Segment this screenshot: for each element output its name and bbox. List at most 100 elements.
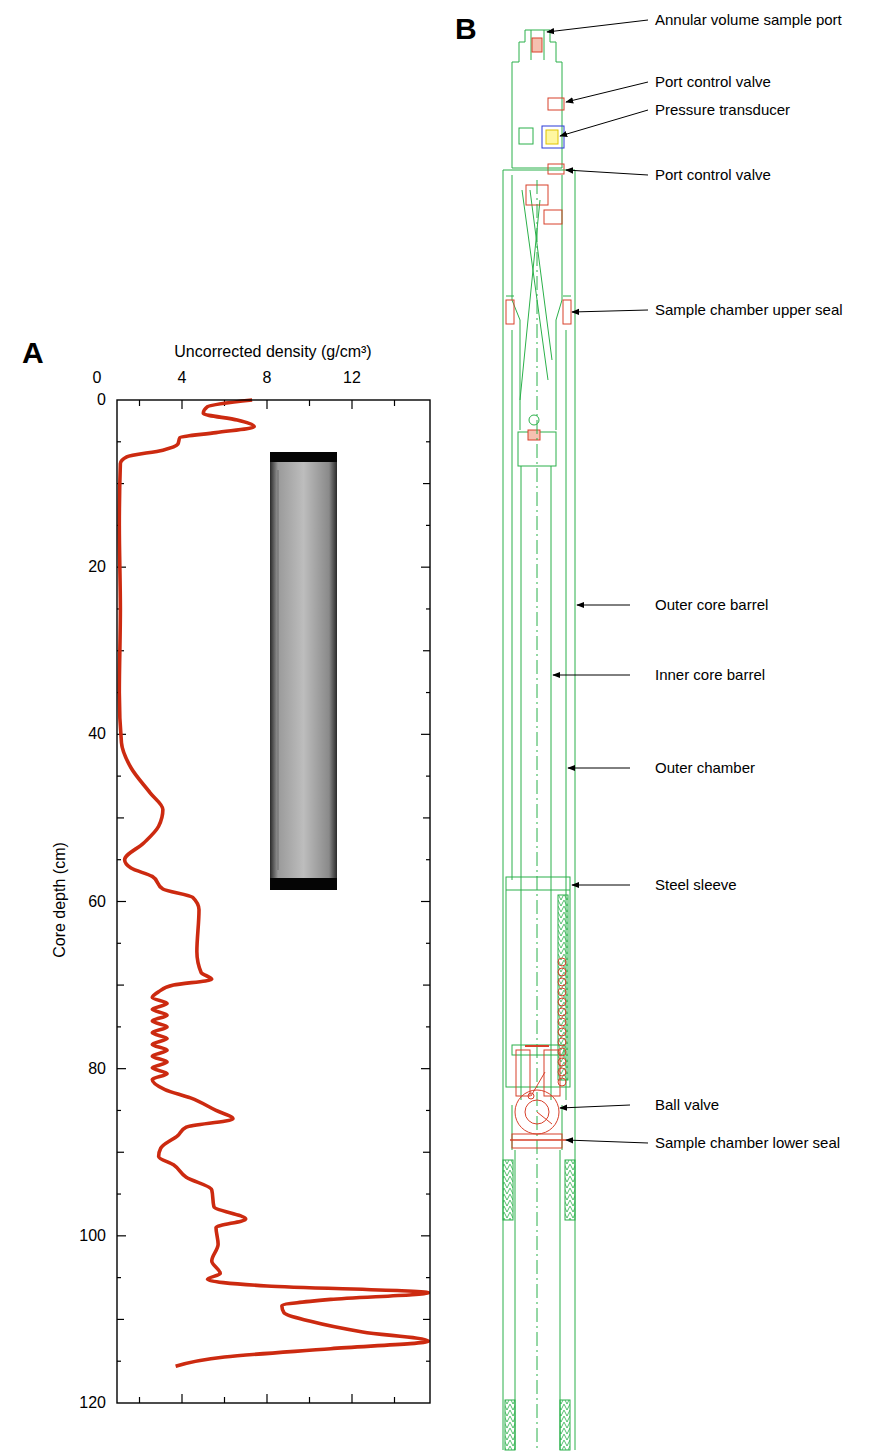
tick-label: 100 [79, 1227, 106, 1245]
drawing-rect [565, 1160, 575, 1220]
drawing-rect [503, 1160, 513, 1220]
drawing-line [423, 984, 430, 985]
drawing-line [421, 567, 430, 568]
panel-letter: A [22, 336, 44, 369]
drawing-line [117, 1235, 126, 1236]
drawing-rect [270, 452, 337, 890]
drawing-line [266, 400, 267, 409]
drawing-line [309, 400, 310, 406]
drawing-line [117, 1068, 126, 1069]
drawing-line [566, 1140, 648, 1143]
drawing-line [560, 1105, 630, 1108]
drawing-line [117, 984, 124, 985]
drawing-line [117, 901, 126, 902]
drawing-line [278, 470, 279, 870]
drawing-g [558, 958, 566, 1086]
drawing-rect [506, 300, 514, 324]
drawing-circle [558, 1068, 566, 1076]
drawing-circle [558, 988, 566, 996]
core-tool-drawing [503, 30, 575, 1450]
drawing-circle [558, 978, 566, 986]
drawing-line [139, 1397, 140, 1403]
drawing-line [577, 605, 630, 606]
drawing-line [566, 82, 648, 102]
drawing-line [423, 1152, 430, 1153]
axis-ticks [117, 400, 430, 1403]
drawing-path [525, 1045, 549, 1047]
drawing-path [531, 1072, 552, 1124]
drawing-circle [558, 1038, 566, 1046]
drawing-circle [558, 1048, 566, 1056]
tick-label: 80 [88, 1060, 106, 1078]
drawing-rect [544, 210, 562, 224]
tick-label: 12 [343, 369, 361, 387]
drawing-path [520, 190, 552, 400]
drawing-line [560, 110, 648, 136]
part-name: Outer chamber [655, 760, 755, 777]
drawing-line [181, 1394, 182, 1403]
drawing-path [506, 890, 570, 891]
drawing-line [423, 650, 430, 651]
axis-title: Uncorrected density (g/cm³) [174, 343, 371, 361]
drawing-line [351, 400, 352, 409]
drawing-line [423, 483, 430, 484]
drawing-line [537, 180, 538, 1450]
drawing-rect [512, 1134, 562, 1148]
drawing-rect [270, 878, 337, 890]
density-curve [119, 400, 428, 1366]
axis-title: Core depth (cm) [51, 842, 69, 958]
drawing-path [531, 30, 544, 60]
drawing-rect [505, 1400, 515, 1450]
drawing-rect [546, 130, 558, 144]
drawing-line [572, 885, 630, 886]
drawing-line [266, 1394, 267, 1403]
drawing-line [421, 734, 430, 735]
drawing-rect [563, 300, 571, 324]
drawing-circle [558, 1018, 566, 1026]
drawing-path [512, 30, 562, 168]
part-name: Ball valve [655, 1097, 719, 1114]
part-name: Pressure transducer [655, 102, 790, 119]
drawing-path [515, 1150, 560, 1450]
part-name: Sample chamber upper seal [655, 302, 843, 319]
xray-image [270, 452, 337, 890]
drawing-line [224, 1397, 225, 1403]
tick-label: 0 [93, 369, 102, 387]
tick-label: 20 [88, 558, 106, 576]
part-name: Sample chamber lower seal [655, 1135, 840, 1152]
drawing-line [394, 1397, 395, 1403]
drawing-rect [516, 1050, 530, 1096]
drawing-line [568, 768, 630, 769]
drawing-rect [544, 1050, 560, 1096]
part-name: Steel sleeve [655, 877, 737, 894]
drawing-path [512, 1105, 562, 1150]
part-name: Annular volume sample port [655, 12, 842, 29]
tick-label: 60 [88, 893, 106, 911]
drawing-rect [532, 38, 542, 52]
drawing-circle [558, 1028, 566, 1036]
drawing-line [181, 400, 182, 409]
drawing-rect [519, 128, 533, 144]
drawing-line [572, 310, 648, 312]
drawing-path [521, 466, 551, 1100]
leader-lines [547, 20, 648, 1143]
drawing-line [117, 1319, 124, 1320]
drawing-line [423, 817, 430, 818]
drawing-circle [558, 958, 566, 966]
tick-label: 40 [88, 726, 106, 744]
drawing-circle [558, 968, 566, 976]
drawing-rect [548, 164, 564, 174]
density-chart [117, 400, 430, 1403]
part-name: Port control valve [655, 167, 771, 184]
drawing-line [547, 20, 648, 32]
drawing-line [421, 1068, 430, 1069]
part-name: Outer core barrel [655, 597, 768, 614]
part-name: Inner core barrel [655, 667, 765, 684]
tick-label: 8 [263, 369, 272, 387]
drawing-rect [560, 1400, 570, 1450]
tick-label: 120 [79, 1394, 106, 1412]
drawing-path [510, 1139, 566, 1141]
drawing-circle [558, 1058, 566, 1066]
